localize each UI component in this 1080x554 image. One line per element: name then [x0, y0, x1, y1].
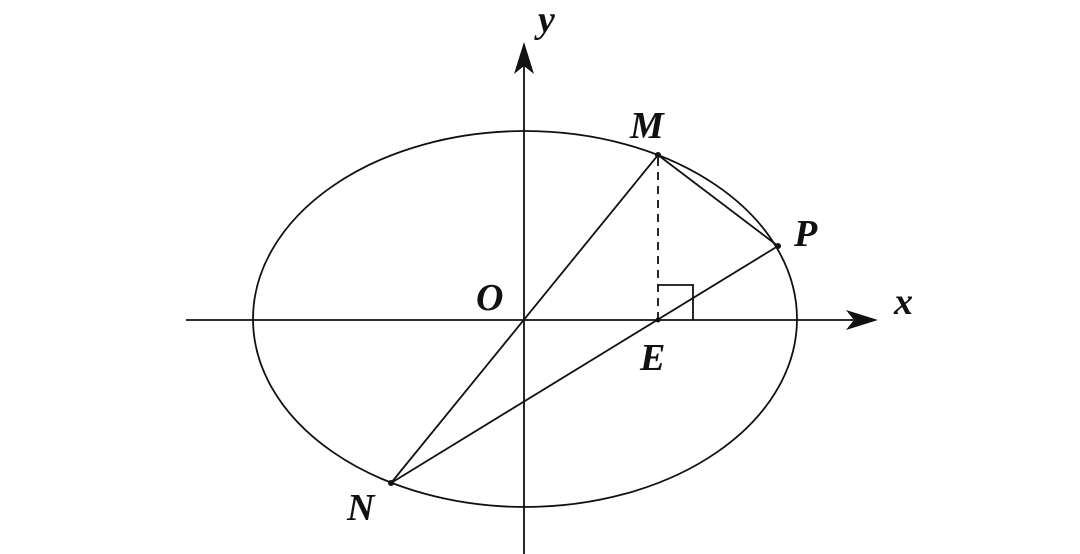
point-m [655, 152, 661, 158]
label-point-m: M [629, 105, 665, 147]
label-point-n: N [346, 487, 376, 529]
point-n [388, 480, 394, 486]
point-p [775, 243, 781, 249]
label-y-axis: y [534, 0, 555, 41]
label-x-axis: x [893, 281, 913, 323]
segment-np [390, 245, 779, 484]
label-point-p: P [793, 213, 818, 255]
label-point-e: E [639, 337, 665, 379]
right-angle-mark [658, 284, 694, 320]
segment-mn [390, 154, 659, 484]
y-axis-arrowhead [514, 42, 534, 74]
segment-mp [657, 154, 779, 247]
x-axis-arrowhead [846, 310, 878, 330]
point-e [655, 317, 661, 323]
ellipse [252, 130, 798, 508]
label-origin: O [476, 277, 503, 319]
